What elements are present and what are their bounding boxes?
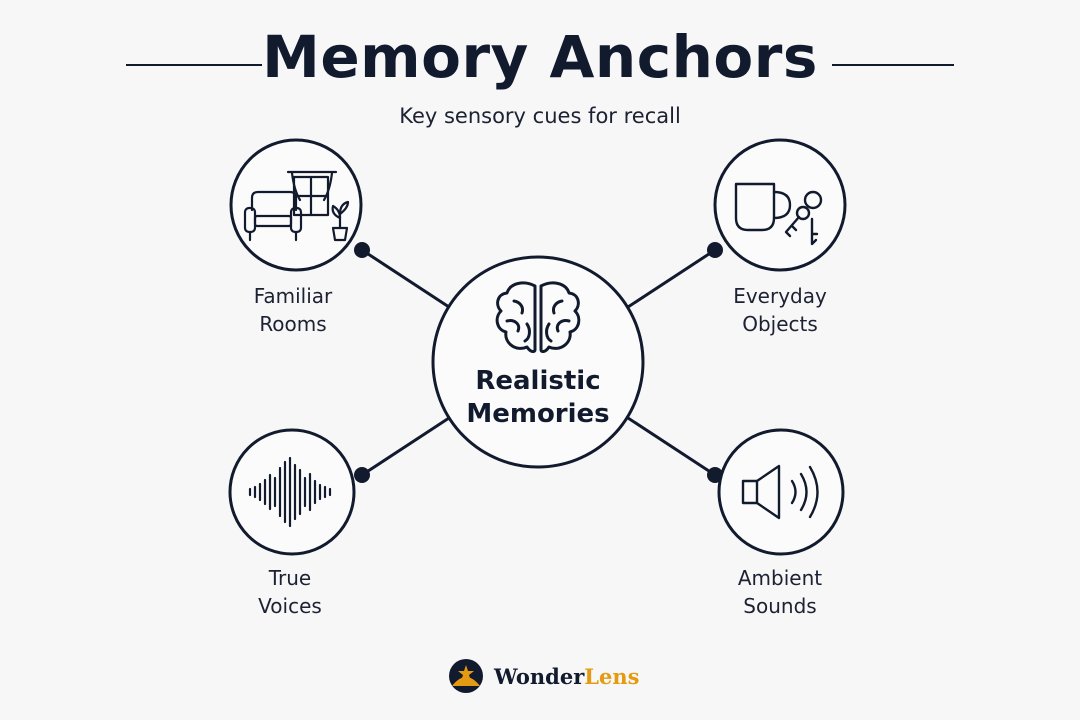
node-label-voices: True Voices <box>190 564 390 620</box>
sound-wave-icon <box>248 456 332 528</box>
connector-sounds <box>627 416 716 477</box>
connector-dot-objects <box>707 242 723 258</box>
node-label-objects: Everyday Objects <box>680 282 880 338</box>
node-circle-sounds <box>717 428 845 556</box>
connector-rooms <box>361 248 450 309</box>
brand-name: WonderLens <box>494 664 639 689</box>
wonderlens-logo <box>449 659 483 693</box>
node-label-sounds: Ambient Sounds <box>680 564 880 620</box>
connector-objects <box>627 248 716 309</box>
node-label-line2: Voices <box>258 594 322 618</box>
brand-name-part2: Lens <box>584 663 640 689</box>
connector-dot-rooms <box>354 242 370 258</box>
center-label-line1: Realistic <box>475 366 601 396</box>
brain-icon <box>495 281 581 354</box>
room-armchair-window-plant-icon <box>243 170 350 242</box>
page-title: Memory Anchors <box>262 23 818 91</box>
node-label-line1: Ambient <box>737 566 823 590</box>
node-label-line1: True <box>268 566 312 590</box>
node-label-line1: Familiar <box>253 284 333 308</box>
center-node-circle <box>431 255 645 469</box>
brand-logo-space <box>448 657 486 695</box>
speaker-icon <box>741 464 819 520</box>
node-label-line2: Objects <box>742 312 818 336</box>
connector-voices <box>361 416 450 477</box>
center-node-label: Realistic Memories <box>436 365 640 431</box>
node-label-line1: Everyday <box>733 284 827 308</box>
center-label-line2: Memories <box>466 399 610 429</box>
connector-dot-voices <box>354 467 370 483</box>
brand-name-part1: Wonder <box>494 663 585 689</box>
page-subtitle: Key sensory cues for recall <box>399 104 681 128</box>
mug-and-keys-icon <box>734 182 823 246</box>
node-label-line2: Sounds <box>743 594 817 618</box>
brand: WonderLens <box>448 656 639 696</box>
node-circle-voices <box>228 428 356 556</box>
node-label-rooms: Familiar Rooms <box>193 282 393 338</box>
node-circle-objects <box>713 138 847 272</box>
node-label-line2: Rooms <box>259 312 327 336</box>
